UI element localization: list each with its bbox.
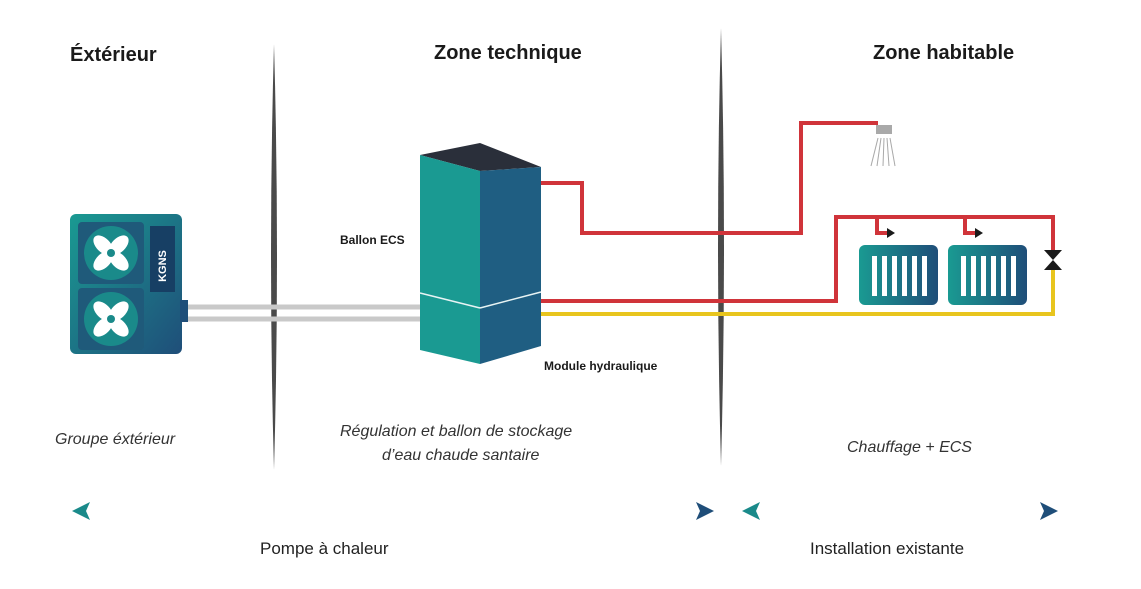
range-label-installation: Installation existante	[810, 539, 965, 558]
fan-icon	[84, 292, 138, 346]
kgns-logo: KGNS	[157, 250, 169, 282]
shower-icon	[870, 125, 896, 167]
water-tank	[419, 143, 542, 364]
caption-regulation-line2: d’eau chaude santaire	[382, 447, 540, 464]
label-ballon-ecs: Ballon ECS	[340, 233, 405, 247]
caption-regulation-line1: Régulation et ballon de stockage	[340, 423, 573, 440]
range-arrow-pompe	[72, 502, 714, 520]
radiator-icon	[948, 245, 1027, 305]
range-label-pompe: Pompe à chaleur	[260, 539, 389, 558]
fan-icon	[84, 226, 138, 280]
valve-icon	[1044, 250, 1062, 270]
zone-title-technique: Zone technique	[434, 42, 582, 64]
zone-title-exterieur: Éxtérieur	[70, 44, 157, 66]
label-module-hydraulique: Module hydraulique	[544, 359, 658, 373]
range-arrow-installation	[742, 502, 1058, 520]
arrow-icon	[975, 228, 983, 238]
caption-groupe-exterieur: Groupe éxtérieur	[55, 431, 176, 448]
hot-water-pipes	[541, 121, 1055, 303]
zone-divider-right	[718, 28, 724, 466]
refrigerant-pipes	[186, 304, 420, 322]
arrow-icon	[887, 228, 895, 238]
zone-title-habitable: Zone habitable	[873, 42, 1015, 64]
return-pipe	[541, 268, 1055, 316]
radiator-icon	[859, 245, 938, 305]
caption-chauffage: Chauffage + ECS	[847, 439, 972, 456]
zone-divider-left	[271, 44, 277, 470]
